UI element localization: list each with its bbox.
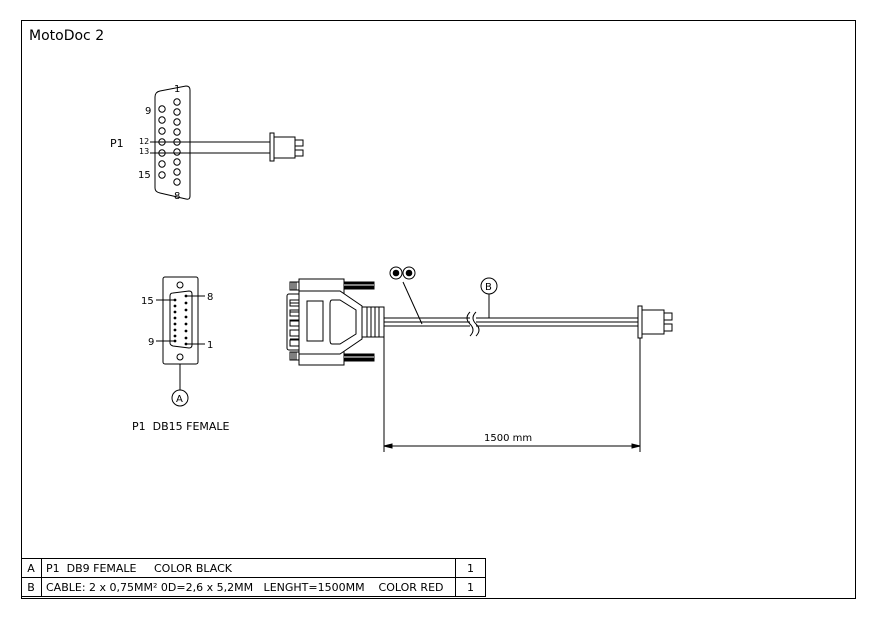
drawing-border <box>21 20 856 599</box>
bom-id: B <box>21 577 42 597</box>
plug-pin-2 <box>294 149 304 157</box>
cable-section-left <box>389 266 403 280</box>
pin-15 <box>158 171 166 179</box>
dimension-label: 1500 mm <box>484 433 532 444</box>
bom-description: P1 DB9 FEMALE COLOR BLACK <box>41 558 456 578</box>
bill-of-materials: A P1 DB9 FEMALE COLOR BLACK 1 B CABLE: 2… <box>21 558 486 597</box>
pin-9 <box>158 105 166 113</box>
pin-8 <box>173 168 181 176</box>
pin-6 <box>173 148 181 156</box>
end-plug-body <box>641 309 665 335</box>
bom-id: A <box>21 558 42 578</box>
connector-top-label: P1 <box>110 137 124 150</box>
front-pin-label-15: 15 <box>141 296 154 307</box>
pin-7 <box>173 158 181 166</box>
connector-front-view <box>156 276 205 407</box>
balloon-b-label: B <box>485 282 492 293</box>
pin-3 <box>173 118 181 126</box>
mount-hole-bottom <box>176 353 184 361</box>
pin-label-8: 8 <box>174 191 180 202</box>
bom-qty: 1 <box>455 558 486 578</box>
cable-section-leader <box>402 281 423 325</box>
pin-4 <box>173 128 181 136</box>
cable-break-left <box>466 311 474 337</box>
connector-side-view <box>286 266 673 452</box>
front-pin-label-9: 9 <box>148 337 154 348</box>
pin-label-12: 12 <box>139 137 149 146</box>
bom-description: CABLE: 2 x 0,75MM² 0D=2,6 x 5,2MM LENGHT… <box>41 577 456 597</box>
balloon-a-label: A <box>176 394 183 405</box>
end-plug-flange <box>637 305 643 339</box>
pin-label-15: 15 <box>138 170 151 181</box>
plug-pin-1 <box>294 139 304 147</box>
pin-2 <box>173 108 181 116</box>
pin-1 <box>173 98 181 106</box>
bom-row: B CABLE: 2 x 0,75MM² 0D=2,6 x 5,2MM LENG… <box>21 577 486 597</box>
balloon-a <box>171 389 189 407</box>
plug-body <box>273 136 296 159</box>
pin-11 <box>158 127 166 135</box>
connector-front-shell <box>169 290 193 349</box>
dim-arrow-right <box>631 443 641 449</box>
bom-qty: 1 <box>455 577 486 597</box>
pin-label-1: 1 <box>174 84 180 95</box>
side-label-window <box>306 300 324 342</box>
mount-hole-top <box>176 281 184 289</box>
pin-label-9: 9 <box>145 106 151 117</box>
connector-front-flange <box>162 276 199 365</box>
connector-front-caption: P1 DB15 FEMALE <box>132 420 230 433</box>
cable-section-right <box>402 266 416 280</box>
plug-flange <box>269 132 275 162</box>
front-pin-label-8: 8 <box>207 292 213 303</box>
pin-8b <box>173 178 181 186</box>
side-hood-inner <box>329 299 357 345</box>
pin-14 <box>158 160 166 168</box>
end-plug-pin-2 <box>663 323 673 332</box>
dim-arrow-left <box>383 443 393 449</box>
connector-top-view <box>150 85 304 200</box>
pin-label-13: 13 <box>139 147 149 156</box>
front-pin-label-1: 1 <box>207 340 213 351</box>
cable-break-right <box>472 311 480 337</box>
connector-front-pins <box>173 294 188 346</box>
pin-10 <box>158 116 166 124</box>
bom-row: A P1 DB9 FEMALE COLOR BLACK 1 <box>21 558 486 578</box>
drawing-title: MotoDoc 2 <box>29 28 105 44</box>
end-plug-pin-1 <box>663 312 673 321</box>
connector-top-shell <box>154 85 191 200</box>
strain-relief <box>361 306 385 338</box>
